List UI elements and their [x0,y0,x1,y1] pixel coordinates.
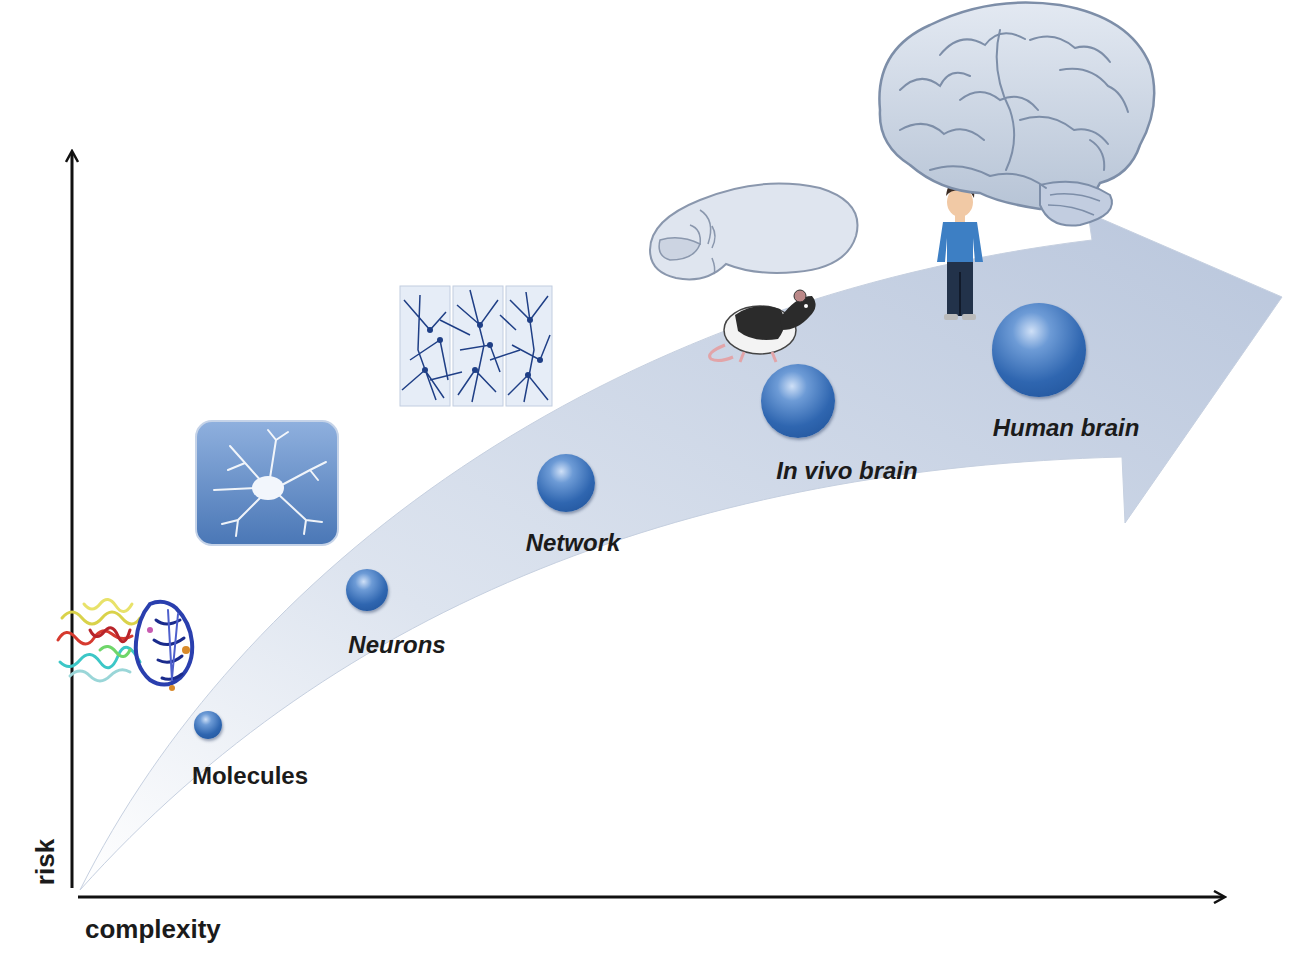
x-axis [78,896,1224,899]
stage-node: Neurons [346,569,446,659]
stage-node: Human brain [992,303,1139,442]
human-brain-part-part [997,30,1108,170]
stage-circle [346,569,388,611]
human-brain-part [900,30,1128,188]
y-axis [71,152,74,888]
neuron-icon-part-part [228,446,262,482]
stage-label: Network [526,529,621,557]
neuron-icon-part-part [222,496,262,536]
rat-part [735,306,785,340]
human-brain-part [1048,194,1100,215]
stage-circle [194,711,222,739]
protein-structure [58,599,192,691]
neuron-icon [196,421,338,545]
protein-structure-part [136,602,192,685]
human-brain-part-part [900,33,1025,90]
stage-node: Network [526,454,621,557]
stage-label: Neurons [348,631,445,659]
human-figure-part [955,214,965,222]
network-slices-part [453,286,503,406]
rat-brain-part [690,210,715,248]
protein-structure-part [84,599,132,611]
rat-brain-part [712,258,715,274]
human-figure-part [947,262,973,316]
network-slices-part-part [457,290,500,402]
human-brain-part [1040,182,1112,226]
stage-node: In vivo brain [761,364,918,485]
network-slices-part [402,290,550,402]
stage-label: In vivo brain [776,457,917,485]
protein-structure-part [60,647,140,667]
stage-label: Molecules [192,762,308,790]
protein-structure-part [182,646,190,654]
network-slices-part-part [537,357,543,363]
network-slices-part [400,286,450,406]
network-slices-part-part [427,327,433,333]
stage-node: Molecules [192,711,308,790]
rat-brain [650,184,858,280]
neuron-icon-part [214,430,326,536]
human-figure-part [959,272,961,316]
human-brain-part-part [1030,36,1128,112]
protein-structure-part [169,685,175,691]
neuron-icon-part-part [268,430,288,478]
human-brain [879,3,1154,226]
neuron-icon-part-part [214,488,258,490]
rat-brain-part [659,238,700,260]
human-figure [937,180,983,320]
rat-brain-part [650,184,858,280]
rat-part [804,304,808,308]
network-slices-part-part [487,342,493,348]
protein-structure-part [168,610,178,680]
protein-structure-part [147,627,153,633]
human-figure-part [944,314,958,320]
stage-circle [992,303,1086,397]
rat [710,290,816,362]
network-slices-part-part [422,367,428,373]
rat-part [794,290,806,302]
protein-structure-part [70,670,130,681]
axis-label: complexity [85,914,221,944]
network-slices [400,286,552,406]
human-figure-part [962,314,976,320]
human-brain-part [879,3,1154,210]
protein-structure-part [100,646,130,656]
network-slices-part-part [525,372,531,378]
stage-circle [537,454,595,512]
network-slices-part-part [430,315,520,380]
network-slices-part [422,317,543,378]
network-slices-part-part [437,337,443,343]
network-slices-part-part [508,292,550,402]
neuron-icon-part [196,421,338,545]
progress-arrow [80,213,1282,890]
human-figure-part [937,222,983,264]
network-slices-part [506,286,552,406]
neuron-icon-part [252,476,284,500]
network-slices-part-part [402,295,448,400]
stage-label: Human brain [993,414,1140,442]
axis-label: risk [30,839,60,885]
network-slices-part-part [472,367,478,373]
human-brain-part-part [900,92,1038,140]
protein-structure-part [90,628,130,642]
network-slices-part-part [527,317,533,323]
human-brain-part-part [930,140,1104,188]
protein-structure-part [62,612,140,624]
neuron-icon-part-part [280,462,326,486]
rat-part [740,352,776,362]
neuron-icon-part-part [278,494,322,534]
rat-part [710,345,733,361]
stage-circle [761,364,835,438]
network-slices-part-part [477,322,483,328]
